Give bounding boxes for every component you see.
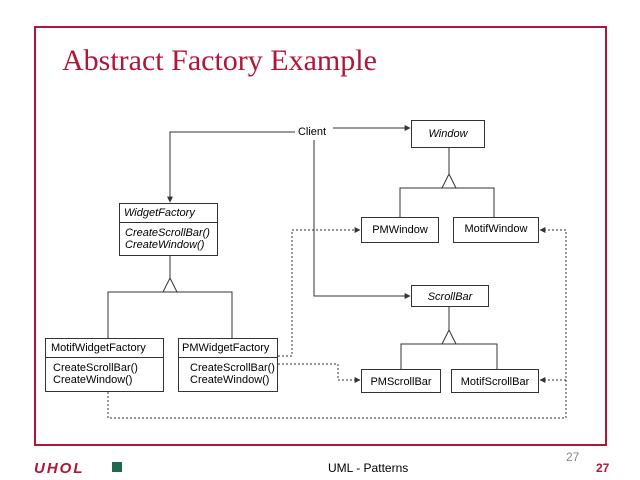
pm-factory-to-pmscrollbar-dep	[278, 363, 361, 383]
page-number: 27	[596, 461, 610, 475]
slide-title: Abstract Factory Example	[62, 44, 377, 77]
motif-factory-op-create-window: CreateWindow()	[53, 374, 133, 386]
class-motif-window-name: MotifWindow	[464, 223, 528, 235]
class-window-name: Window	[428, 128, 468, 140]
client-to-scrollbar-line	[313, 140, 411, 299]
pm-factory-op-create-scrollbar: CreateScrollBar()	[190, 362, 275, 374]
class-scroll-bar: ScrollBar	[411, 285, 489, 307]
widgetfactory-branch	[107, 291, 233, 338]
motif-factory-to-motifwindow-dep	[107, 227, 567, 419]
window-inheritance-triangle	[441, 172, 457, 189]
footer-center-text: UML - Patterns	[328, 461, 409, 475]
class-pm-window: PMWindow	[361, 217, 439, 243]
class-pm-scroll-bar: PMScrollBar	[361, 369, 441, 393]
uhol-logo: UHOL	[34, 460, 85, 477]
widget-factory-op-create-scrollbar: CreateScrollBar()	[125, 227, 210, 239]
client-to-widgetfactory-line	[167, 131, 295, 203]
class-widget-factory-name: WidgetFactory	[124, 207, 195, 219]
class-pm-window-name: PMWindow	[372, 224, 428, 236]
pm-factory-to-pmwindow-dep	[278, 227, 361, 357]
class-client: Client	[286, 122, 338, 142]
class-pm-widget-factory: PMWidgetFactory CreateScrollBar() Create…	[178, 338, 278, 392]
pm-factory-op-create-window: CreateWindow()	[190, 374, 270, 386]
class-client-name: Client	[297, 126, 327, 138]
class-widget-factory: WidgetFactory CreateScrollBar() CreateWi…	[119, 203, 218, 256]
widget-factory-op-create-window: CreateWindow()	[125, 239, 205, 251]
window-branch	[399, 187, 495, 220]
class-motif-scroll-bar-name: MotifScrollBar	[460, 376, 530, 388]
class-motif-window: MotifWindow	[453, 217, 539, 243]
class-motif-scroll-bar: MotifScrollBar	[451, 369, 539, 393]
page-number-small: 27	[566, 450, 580, 464]
class-pm-widget-factory-name: PMWidgetFactory	[182, 342, 270, 354]
class-scroll-bar-name: ScrollBar	[427, 291, 473, 303]
class-pm-scroll-bar-name: PMScrollBar	[370, 376, 432, 388]
motif-factory-op-create-scrollbar: CreateScrollBar()	[53, 362, 138, 374]
class-motif-widget-factory-name: MotifWidgetFactory	[51, 342, 146, 354]
logo-mark-icon	[112, 462, 122, 472]
scrollbar-branch	[400, 343, 498, 370]
class-window: Window	[411, 120, 485, 148]
widgetfactory-inheritance-triangle	[162, 276, 178, 293]
class-motif-widget-factory: MotifWidgetFactory CreateScrollBar() Cre…	[45, 338, 164, 392]
scrollbar-inheritance-triangle	[441, 328, 457, 345]
slide-frame	[34, 26, 607, 446]
